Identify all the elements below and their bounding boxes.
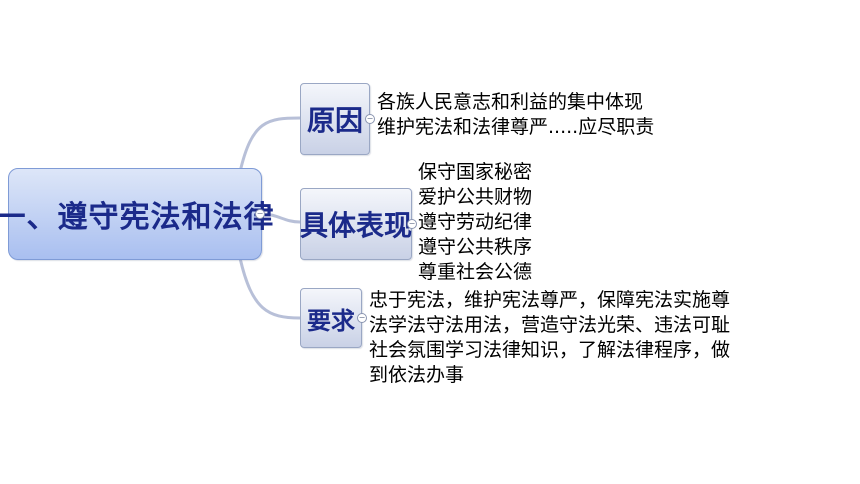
- requirement-item: 社会氛围学习法律知识，了解法律程序，做: [369, 339, 731, 361]
- branch-behavior-collapse-icon[interactable]: −: [407, 219, 417, 229]
- requirement-item: 法学法守法用法，营造守法光荣、违法可耻: [369, 314, 731, 336]
- branch-reason-label: 原因: [306, 104, 363, 137]
- branch-requirement-collapse-icon[interactable]: −: [357, 313, 367, 323]
- connector-root-to-behavior: [261, 212, 301, 224]
- connector-root-to-requirement: [238, 257, 301, 320]
- branch-requirement-node[interactable]: 要求: [300, 288, 362, 348]
- behavior-item: 遵守劳动纪律: [418, 211, 533, 233]
- branch-reason-node[interactable]: 原因: [300, 83, 370, 155]
- branch-behavior-label: 具体表现: [300, 209, 413, 242]
- root-topic-node[interactable]: 一、遵守宪法和法律: [0, 168, 274, 260]
- behavior-item: 遵守公共秩序: [418, 236, 533, 258]
- behavior-item: 尊重社会公德: [418, 261, 533, 283]
- requirement-items: 忠于宪法，维护宪法尊严，保障宪法实施尊 法学法守法用法，营造守法光荣、违法可耻 …: [369, 288, 730, 388]
- reason-item: 各族人民意志和利益的集中体现: [377, 91, 644, 113]
- requirement-item: 忠于宪法，维护宪法尊严，保障宪法实施尊: [369, 289, 731, 311]
- root-collapse-toggle-icon[interactable]: −: [255, 209, 265, 219]
- reason-items: 各族人民意志和利益的集中体现 维护宪法和法律尊严.....应尽职责: [377, 90, 654, 140]
- branch-requirement-label: 要求: [307, 306, 355, 335]
- behavior-item: 爱护公共财物: [418, 186, 533, 208]
- reason-item: 维护宪法和法律尊严.....应尽职责: [377, 116, 655, 138]
- root-topic-label: 一、遵守宪法和法律: [0, 200, 275, 235]
- connector-root-to-reason: [238, 116, 301, 173]
- behavior-item: 保守国家秘密: [418, 161, 533, 183]
- branch-reason-collapse-icon[interactable]: −: [365, 114, 375, 124]
- branch-behavior-node[interactable]: 具体表现: [300, 188, 412, 260]
- requirement-item: 到依法办事: [369, 364, 465, 386]
- behavior-items: 保守国家秘密 爱护公共财物 遵守劳动纪律 遵守公共秩序 尊重社会公德: [418, 160, 532, 285]
